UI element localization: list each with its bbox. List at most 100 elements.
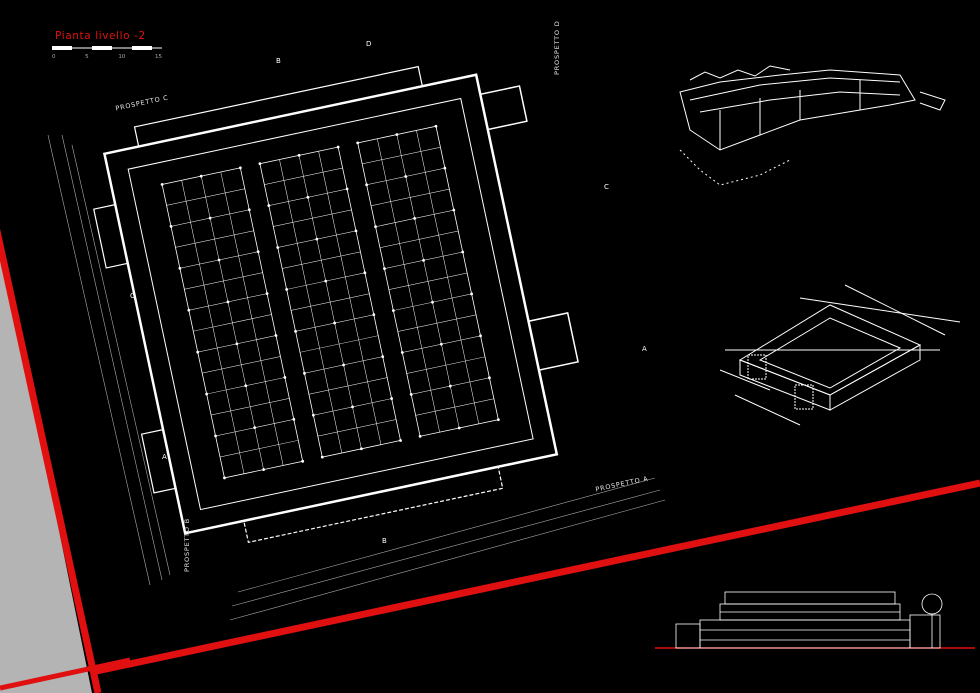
structural-column	[235, 342, 239, 346]
parking-aisle-line	[200, 176, 264, 470]
structural-column	[283, 376, 287, 379]
structural-column	[395, 133, 399, 136]
structural-column	[217, 258, 221, 262]
structural-column	[256, 250, 260, 254]
scale-tick-5: 5	[85, 54, 89, 60]
drawing-title: Pianta livello -2	[55, 30, 146, 42]
facade-label-d: PROSPETTO D	[553, 20, 561, 75]
structural-column	[214, 434, 217, 438]
structural-column	[479, 334, 482, 338]
structural-column	[292, 417, 296, 421]
structural-column	[265, 292, 269, 295]
structural-column	[274, 334, 278, 337]
floor-plan	[93, 65, 579, 544]
parking-aisle-line	[396, 134, 460, 429]
structural-column	[178, 266, 182, 270]
structural-column	[351, 405, 354, 409]
structural-column	[374, 225, 377, 229]
structural-column	[399, 439, 402, 442]
structural-column	[205, 392, 209, 396]
structural-column	[315, 237, 319, 241]
scale-tick-0: 0	[52, 54, 56, 60]
red-border-left	[0, 228, 102, 693]
section-marker-b-bottom: B	[382, 537, 387, 545]
stair-west-1	[93, 203, 129, 269]
structural-column	[439, 342, 443, 346]
structural-column	[418, 434, 422, 438]
structural-column	[196, 350, 200, 354]
structural-column	[160, 183, 164, 186]
structural-column	[457, 426, 461, 430]
scale-bar-labels: 0 5 10 15	[52, 54, 162, 60]
scale-tick-10: 10	[118, 54, 126, 60]
section-marker-c-right: C	[604, 183, 609, 191]
structural-column	[285, 288, 289, 291]
structural-column	[199, 174, 203, 178]
north-ramp	[133, 65, 424, 148]
structural-column	[208, 216, 212, 220]
stair-tower-ne	[479, 85, 528, 131]
structural-column	[320, 455, 324, 459]
structural-column	[413, 217, 417, 220]
section-marker-a-left: A	[162, 453, 167, 461]
structural-column	[422, 258, 425, 262]
structural-column	[267, 204, 271, 207]
structural-column	[238, 166, 242, 170]
section-marker-c-left: C	[130, 292, 135, 300]
section-marker-a-right: A	[642, 345, 647, 353]
structural-column	[400, 351, 404, 354]
structural-column	[303, 371, 306, 375]
structural-column	[381, 355, 385, 359]
structural-column	[434, 124, 438, 128]
structural-column	[372, 313, 376, 317]
structural-column	[244, 384, 248, 388]
structural-column	[360, 447, 363, 451]
structural-column	[294, 329, 297, 333]
structural-column	[262, 468, 265, 471]
structural-column	[258, 162, 262, 166]
structural-column	[247, 208, 251, 212]
structural-column	[276, 246, 280, 249]
structural-column	[356, 141, 360, 145]
parking-aisle-line	[279, 159, 343, 454]
inner-wall	[127, 97, 534, 511]
structural-column	[365, 183, 369, 187]
red-border-bottom	[91, 479, 980, 676]
structural-column	[226, 300, 230, 304]
perspective-sketch-2	[719, 284, 961, 426]
parking-aisle-line	[377, 138, 440, 433]
structural-column	[253, 426, 257, 430]
structural-column	[391, 309, 395, 312]
structural-column	[390, 397, 394, 400]
structural-column	[297, 153, 301, 157]
red-border-corner	[0, 657, 131, 691]
structural-column	[431, 300, 434, 304]
parking-aisle-line	[318, 151, 382, 445]
perspective-sketch-1	[679, 65, 946, 186]
dimension-lines	[47, 134, 666, 621]
structural-column	[223, 476, 226, 480]
structural-column	[187, 308, 191, 312]
facade-label-b: PROSPETTO B	[183, 518, 191, 572]
parking-aisle-line	[298, 155, 362, 449]
structural-column	[488, 376, 491, 380]
structural-column	[342, 363, 345, 367]
elevation-sketch	[655, 591, 975, 649]
structural-column	[324, 279, 328, 283]
structural-column	[345, 187, 349, 191]
section-marker-b-top: B	[276, 57, 281, 65]
structural-column	[311, 413, 315, 417]
stair-tower-se	[527, 312, 579, 372]
structural-column	[333, 321, 337, 325]
structural-column	[461, 250, 465, 254]
structural-column	[496, 418, 500, 422]
structural-column	[409, 393, 413, 396]
structural-column	[169, 224, 173, 228]
south-ramp	[243, 466, 504, 544]
structural-column	[354, 229, 358, 233]
structural-column	[452, 208, 456, 212]
structural-column	[404, 175, 408, 178]
structural-column	[443, 166, 447, 170]
